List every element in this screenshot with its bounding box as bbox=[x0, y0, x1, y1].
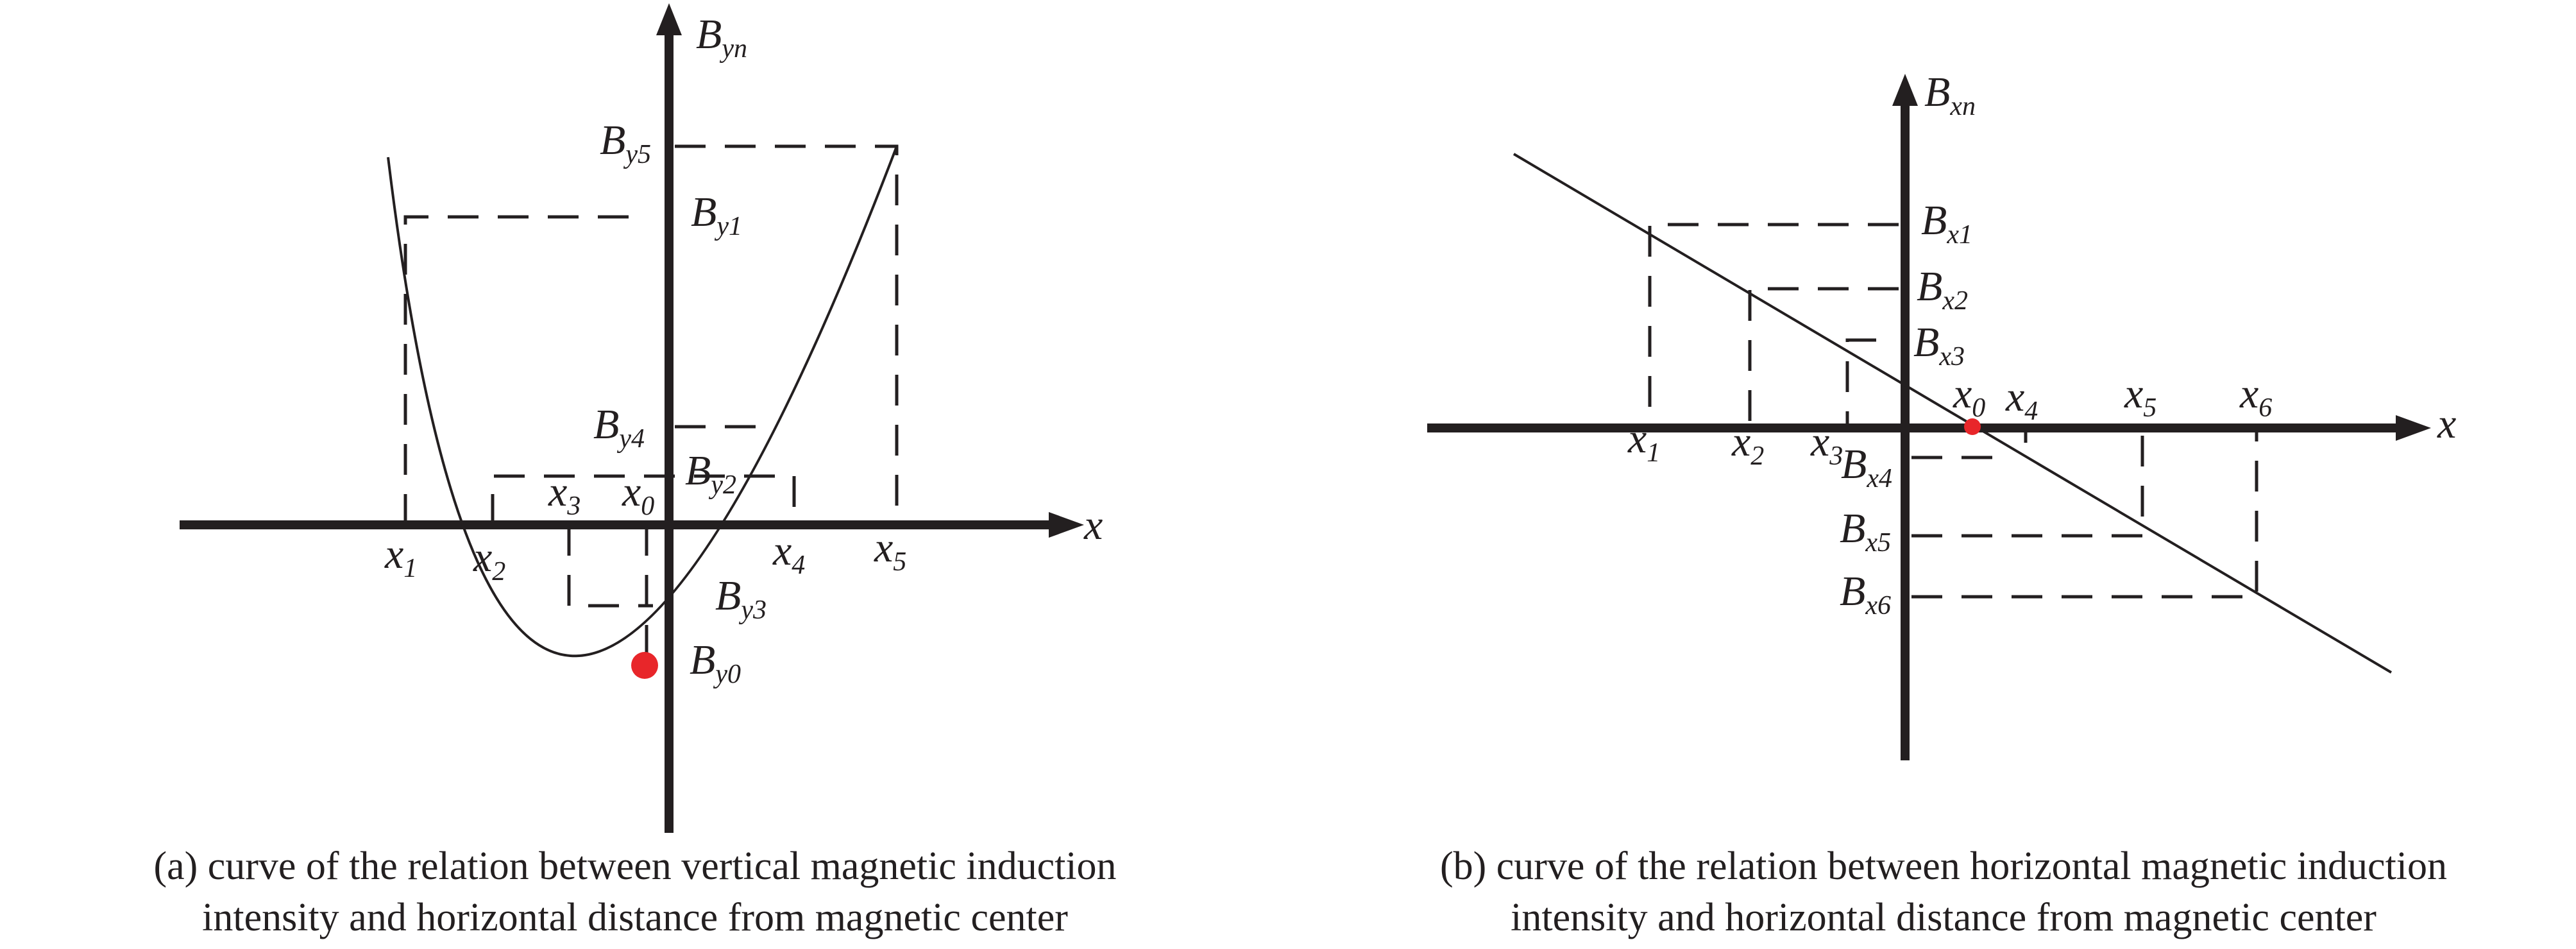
label-a-x5: x5 bbox=[874, 524, 906, 577]
label-bx6: Bx6 bbox=[1840, 568, 1891, 620]
label-b-x0: x0 bbox=[1953, 370, 1985, 423]
guide-bx2-x2 bbox=[1748, 287, 1899, 428]
label-bx4: Bx4 bbox=[1841, 441, 1892, 493]
panel-b-x-axis-label: x bbox=[2437, 400, 2456, 447]
guide-x1-by1 bbox=[403, 215, 635, 525]
label-a-x4: x4 bbox=[772, 527, 805, 580]
label-by1: By1 bbox=[691, 189, 742, 241]
label-a-x1: x1 bbox=[384, 531, 417, 583]
panel-b-center-marker bbox=[1964, 418, 1981, 435]
panel-a: Byn x By5 By1 By4 By2 By3 By0 x1 x2 x3 x… bbox=[180, 3, 1103, 833]
guide-x3 bbox=[567, 525, 653, 608]
label-b-x6: x6 bbox=[2239, 370, 2272, 423]
panel-b-guides bbox=[1648, 223, 2258, 599]
label-b-x1: x1 bbox=[1627, 415, 1660, 468]
panel-a-guides bbox=[403, 144, 899, 661]
panel-b-caption: (b) curve of the relation between horizo… bbox=[1334, 841, 2553, 943]
panel-b-y-arrowhead bbox=[1892, 74, 1918, 106]
label-b-x2: x2 bbox=[1731, 418, 1764, 471]
label-by3: By3 bbox=[715, 572, 767, 625]
label-by5: By5 bbox=[600, 117, 651, 169]
guide-bx3-x3 bbox=[1845, 338, 1876, 428]
guide-bx6-x6 bbox=[1911, 428, 2258, 599]
label-by0: By0 bbox=[690, 637, 741, 689]
label-b-x5: x5 bbox=[2124, 370, 2157, 423]
panel-a-y-axis-label: Byn bbox=[696, 11, 747, 64]
label-bx2: Bx2 bbox=[1917, 263, 1968, 316]
panel-b-caption-line-2: intensity and horizontal distance from m… bbox=[1511, 896, 2377, 939]
label-a-x3: x3 bbox=[548, 468, 580, 521]
label-bx5: Bx5 bbox=[1840, 505, 1891, 558]
panel-a-x-arrowhead bbox=[1049, 512, 1084, 538]
panel-a-curve bbox=[387, 146, 898, 658]
panel-a-x-axis-label: x bbox=[1083, 502, 1103, 549]
label-by4: By4 bbox=[593, 401, 645, 454]
label-a-x2: x2 bbox=[473, 534, 505, 586]
panel-b-y-axis-label: Bxn bbox=[1924, 69, 1976, 121]
panel-a-caption-line-1: (a) curve of the relation between vertic… bbox=[153, 844, 1117, 888]
guide-bx5-x5 bbox=[1911, 428, 2144, 538]
panel-b-caption-line-1: (b) curve of the relation between horizo… bbox=[1439, 844, 2448, 888]
panel-b: Bxn x Bx1 Bx2 Bx3 Bx4 Bx5 Bx6 x1 x2 x3 x… bbox=[1427, 69, 2456, 760]
panel-a-caption-line-2: intensity and horizontal distance from m… bbox=[202, 896, 1068, 939]
panel-b-line bbox=[1513, 153, 2393, 674]
label-bx1: Bx1 bbox=[1921, 197, 1972, 250]
label-by2: By2 bbox=[685, 447, 736, 500]
panel-a-center-marker bbox=[631, 652, 658, 679]
panel-a-y-arrowhead bbox=[656, 3, 682, 35]
label-bx3: Bx3 bbox=[1913, 319, 1965, 372]
label-b-x4: x4 bbox=[2005, 373, 2038, 426]
panel-a-caption: (a) curve of the relation between vertic… bbox=[26, 841, 1244, 943]
label-a-x0: x0 bbox=[622, 468, 654, 521]
guide-x2-by2 bbox=[491, 474, 796, 525]
label-b-x3: x3 bbox=[1810, 418, 1843, 471]
panel-b-x-arrowhead bbox=[2396, 415, 2431, 441]
